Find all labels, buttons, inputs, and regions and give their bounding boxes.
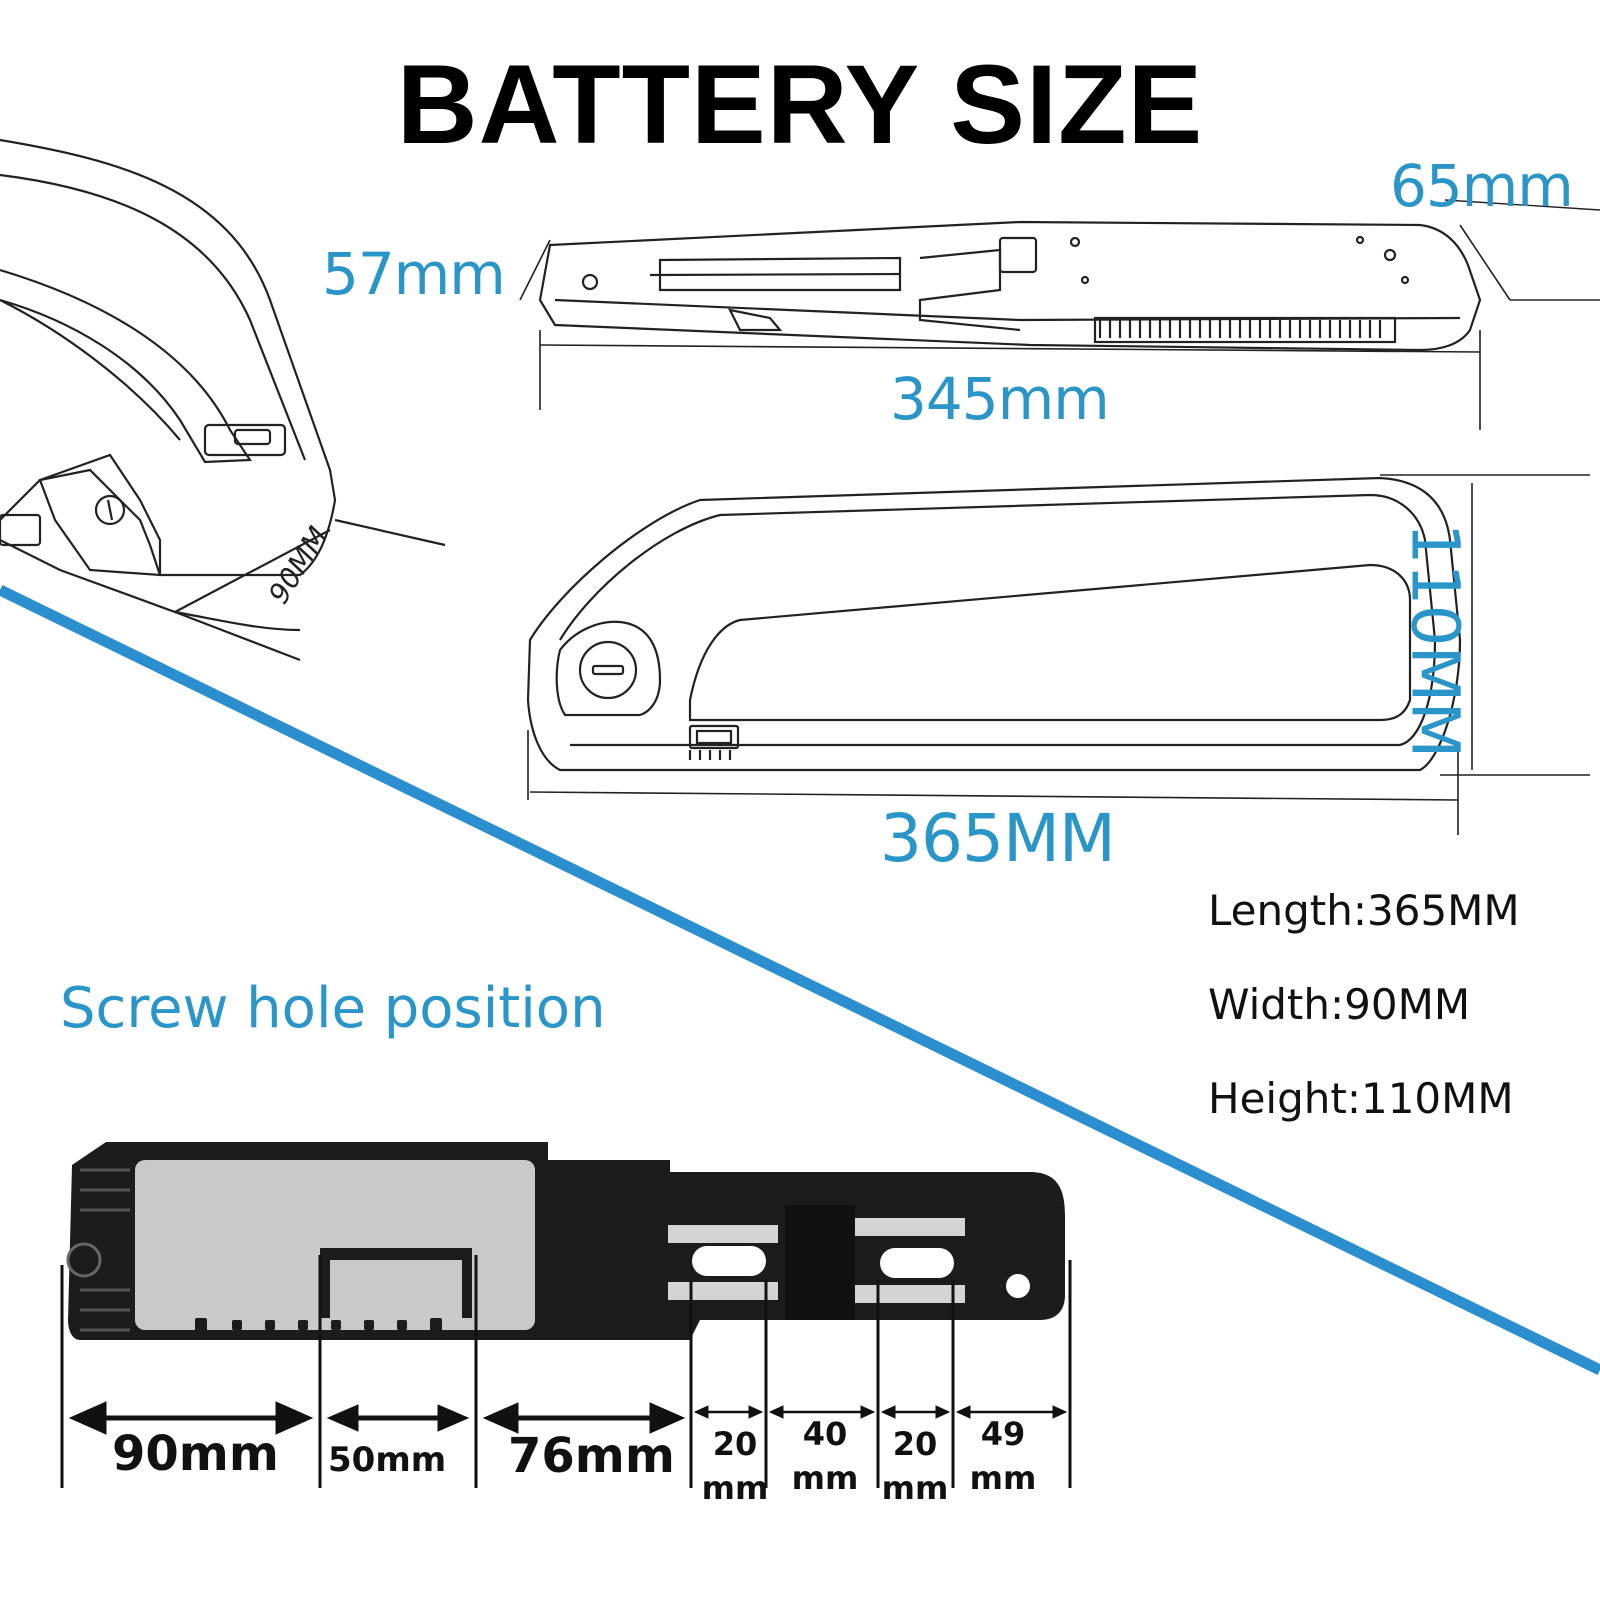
page-title: BATTERY SIZE: [396, 42, 1204, 167]
mount-dimension-lines: [60, 1255, 1072, 1488]
side-view-height-label: 110MM: [1396, 522, 1474, 758]
diagonal-divider: [0, 585, 1600, 1375]
mount-dim-40: 40 mm: [790, 1412, 860, 1500]
mount-end-hole: [1006, 1274, 1030, 1298]
mount-dim-90: 90mm: [112, 1426, 279, 1482]
mount-dim-40-value: 40: [802, 1415, 848, 1453]
mount-dim-20-second: 20 mm: [880, 1422, 950, 1510]
mount-dim-20-first-value: 20: [712, 1425, 758, 1463]
spec-width: Width:90MM: [1208, 980, 1471, 1029]
mount-dim-20-first: 20 mm: [700, 1422, 770, 1510]
mount-dim-49-value: 49: [980, 1415, 1026, 1453]
spec-length: Length:365MM: [1208, 886, 1520, 935]
mount-dim-20-second-unit: mm: [881, 1469, 949, 1507]
battery-perspective-sketch: [0, 138, 446, 662]
mount-rail-illustration: [66, 1142, 1065, 1340]
mount-dim-40-unit: mm: [791, 1459, 859, 1497]
mount-dim-49: 49 mm: [968, 1412, 1038, 1500]
top-view-narrow-width-label: 57mm: [322, 240, 506, 308]
mount-dim-49-unit: mm: [969, 1459, 1037, 1497]
spec-height: Height:110MM: [1208, 1074, 1514, 1123]
mount-dim-50: 50mm: [328, 1440, 447, 1480]
mount-dim-20-second-value: 20: [892, 1425, 938, 1463]
mount-dim-76: 76mm: [508, 1428, 675, 1484]
battery-top-view-sketch: [519, 199, 1600, 430]
side-view-length-label: 365MM: [880, 800, 1116, 877]
screw-hole-title: Screw hole position: [60, 976, 606, 1041]
battery-side-view-sketch: [526, 474, 1590, 835]
screw-slot-2: [880, 1248, 954, 1278]
top-view-length-label: 345mm: [890, 365, 1110, 433]
mount-dim-20-first-unit: mm: [701, 1469, 769, 1507]
top-view-width-label: 65mm: [1390, 152, 1574, 220]
screw-slot-1: [692, 1246, 766, 1276]
